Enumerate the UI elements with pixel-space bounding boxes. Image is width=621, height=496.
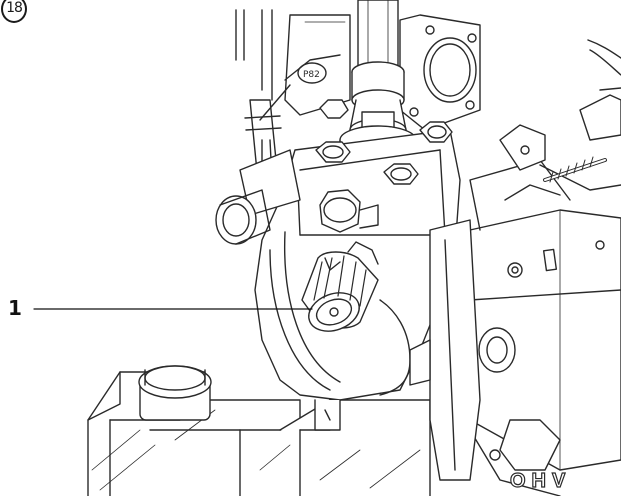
top-pipes [235,0,399,101]
throttle-spring [499,94,621,183]
frame-cap [138,365,212,421]
flange-plate [399,14,481,131]
plate-label: P82 [303,70,320,80]
control-cable [587,39,621,91]
engine-block [469,159,621,496]
mounting-plate: P82 [284,14,351,116]
drain-plug [319,189,379,233]
figure-number-badge: 18 [1,0,27,23]
callout-label-1: 1 [8,296,22,320]
left-valve [215,54,341,245]
engine-brand-text: OHV [509,469,572,492]
knurled-knob[interactable] [301,241,379,338]
pump-bracket [409,219,481,481]
housing-bolts [315,99,453,185]
